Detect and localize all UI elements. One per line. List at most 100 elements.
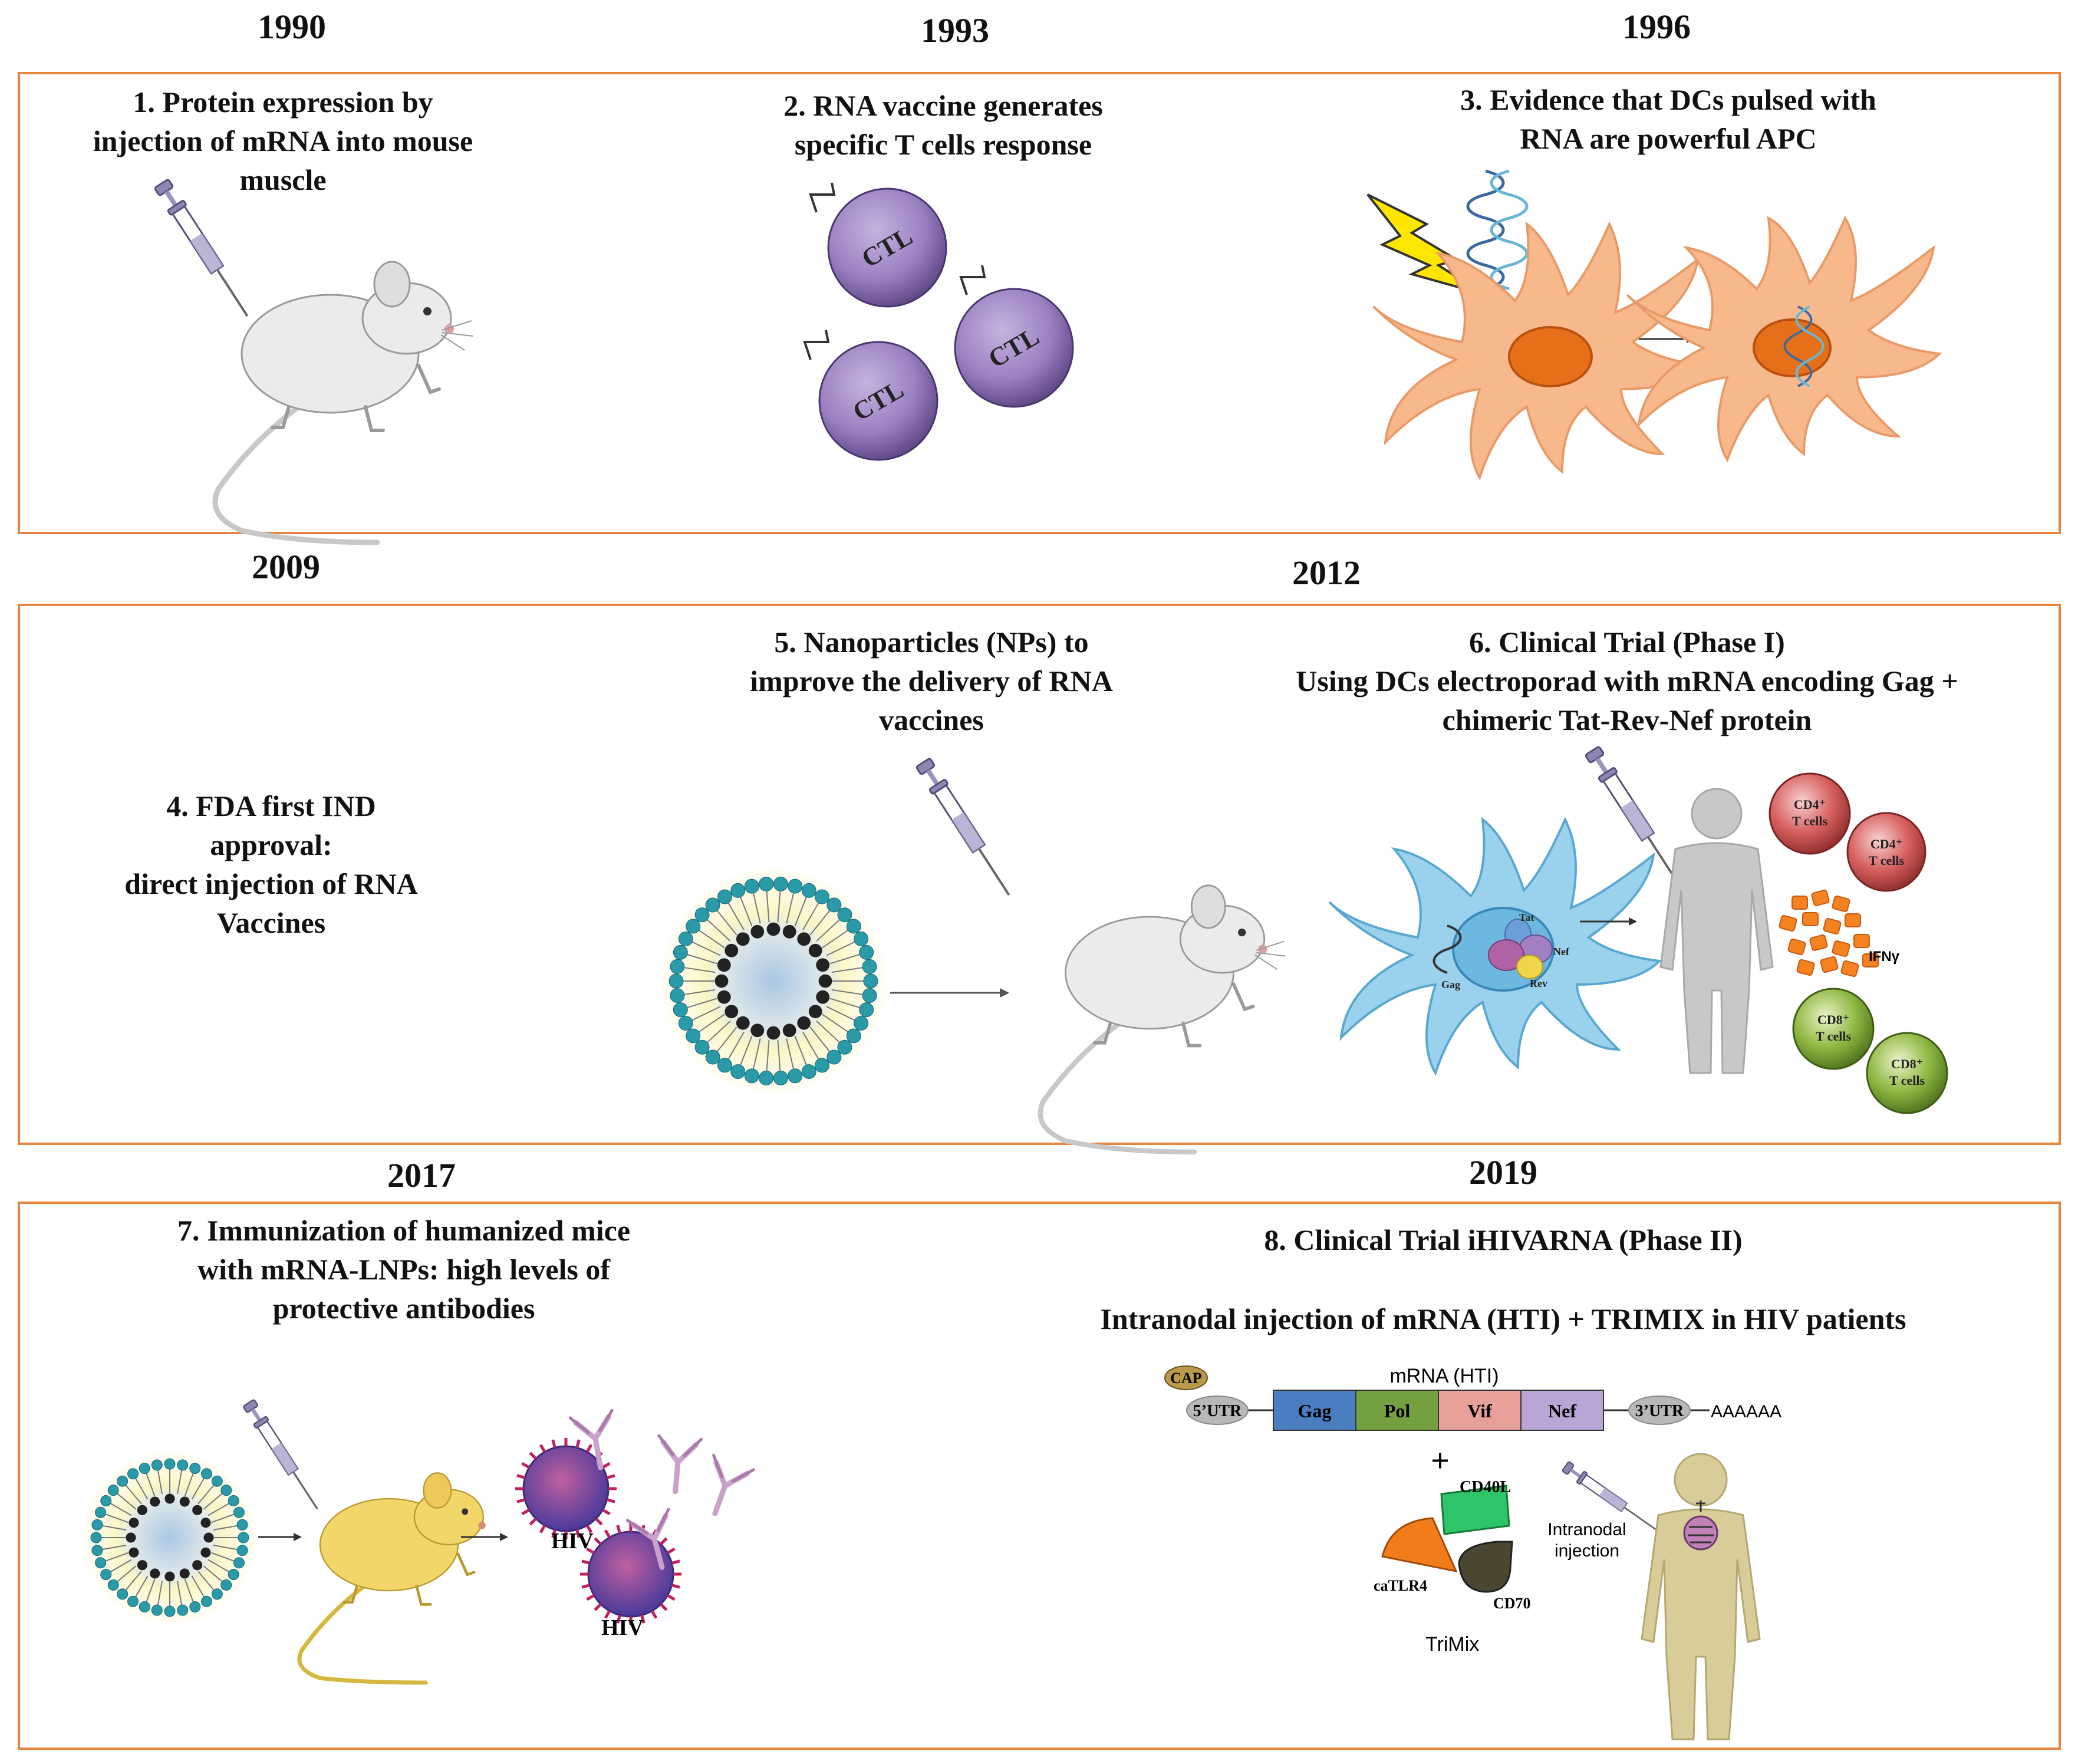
svg-text:Nef: Nef bbox=[1553, 946, 1570, 957]
mrna-segment-label: Gag bbox=[1298, 1400, 1332, 1421]
frame-row-3 bbox=[18, 1202, 2061, 1750]
hiv-virus-icon bbox=[580, 1523, 681, 1625]
cd4-t-cell: CD4⁺ T cells bbox=[1846, 812, 1926, 892]
ifn-gamma-molecule bbox=[1809, 934, 1828, 952]
human-figure-tan-icon bbox=[1641, 1453, 1761, 1740]
svg-text:T cells: T cells bbox=[1816, 1029, 1852, 1044]
panel-8-subcaption: Intranodal injection of mRNA (HTI) + TRI… bbox=[1100, 1302, 1906, 1335]
svg-text:Rev: Rev bbox=[1530, 978, 1547, 989]
ifn-gamma-molecule bbox=[1796, 959, 1815, 976]
ifn-gamma-molecule bbox=[1845, 913, 1861, 927]
cd70-shape bbox=[1458, 1541, 1513, 1593]
lymph-node-icon bbox=[1683, 1500, 1718, 1551]
plus-sign: + bbox=[1431, 1443, 1450, 1479]
hiv-virus-icon bbox=[515, 1438, 617, 1539]
ifn-gamma-label: IFNγ bbox=[1869, 949, 1900, 965]
panel-5-caption: 5. Nanoparticles (NPs) to improve the de… bbox=[750, 626, 1113, 736]
ctl-cell: CTL bbox=[803, 330, 938, 461]
cap-icon bbox=[1164, 1365, 1208, 1390]
cd8-t-cell: CD8⁺ T cells bbox=[1792, 988, 1875, 1070]
mrna-segment-vif bbox=[1438, 1390, 1522, 1431]
year-2012: 2012 bbox=[1292, 554, 1361, 592]
ifn-gamma-molecule bbox=[1853, 934, 1870, 948]
svg-text:CD4⁺: CD4⁺ bbox=[1870, 837, 1902, 851]
mrna-segment-pol bbox=[1355, 1390, 1439, 1431]
mrna-title: mRNA (HTI) bbox=[1389, 1365, 1499, 1387]
utr3-label: 3’UTR bbox=[1635, 1402, 1684, 1420]
svg-text:CD8⁺: CD8⁺ bbox=[1817, 1012, 1849, 1027]
hiv-label: HIV bbox=[601, 1615, 644, 1640]
antibody-icon bbox=[654, 1436, 702, 1493]
dendritic-cell-blue: Tat Nef Rev Gag bbox=[1328, 817, 1662, 1076]
panel-1-caption: 1. Protein expression by injection of mR… bbox=[93, 85, 473, 196]
mrna-segment-nef bbox=[1520, 1390, 1604, 1431]
syringe-icon bbox=[241, 1398, 325, 1515]
trimix-label: TriMix bbox=[1425, 1633, 1479, 1656]
svg-text:T cells: T cells bbox=[1792, 814, 1828, 828]
utr5-element bbox=[1186, 1396, 1249, 1425]
svg-text:CD8⁺: CD8⁺ bbox=[1891, 1057, 1923, 1071]
cd8-t-cell: CD8⁺ T cells bbox=[1866, 1032, 1948, 1114]
panel-6-caption: 6. Clinical Trial (Phase I) Using DCs el… bbox=[1296, 626, 1958, 736]
year-2009: 2009 bbox=[252, 548, 320, 586]
svg-text:T cells: T cells bbox=[1889, 1073, 1925, 1088]
ifn-gamma-molecule bbox=[1840, 960, 1859, 978]
mouse-icon bbox=[1040, 886, 1285, 1152]
cap-label: CAP bbox=[1170, 1370, 1202, 1387]
ifn-gamma-molecule bbox=[1823, 917, 1842, 935]
nanoparticle-icon bbox=[661, 869, 885, 1093]
panel-8-caption: 8. Clinical Trial iHIVARNA (Phase II) bbox=[1264, 1223, 1743, 1256]
ifn-gamma-molecule bbox=[1832, 940, 1850, 957]
ctl-cell: CTL bbox=[954, 265, 1074, 408]
human-figure-icon bbox=[1659, 788, 1774, 1074]
year-2017: 2017 bbox=[387, 1156, 456, 1194]
svg-text:CD4⁺: CD4⁺ bbox=[1794, 797, 1826, 812]
panel-7-caption: 7. Immunization of humanized mice with m… bbox=[177, 1214, 631, 1325]
ifn-gamma-molecule bbox=[1820, 956, 1839, 973]
panel-3-caption: 3. Evidence that DCs pulsed with RNA are… bbox=[1460, 83, 1876, 155]
cd40l-label: CD40L bbox=[1460, 1478, 1511, 1496]
year-1993: 1993 bbox=[921, 11, 989, 50]
ifn-gamma-molecule bbox=[1811, 889, 1830, 907]
ctl-cell: CTL bbox=[809, 182, 947, 308]
ifn-gamma-molecule bbox=[1832, 895, 1850, 913]
syringe-icon bbox=[914, 756, 1019, 901]
year-1996: 1996 bbox=[1622, 8, 1691, 46]
mrna-segment-label: Nef bbox=[1548, 1400, 1576, 1421]
syringe-icon bbox=[1583, 744, 1688, 890]
svg-text:T cells: T cells bbox=[1869, 853, 1905, 868]
catlr4-shape bbox=[1381, 1517, 1458, 1573]
antibody-icon bbox=[695, 1455, 753, 1521]
svg-text:Tat: Tat bbox=[1519, 911, 1534, 923]
rna-helix-icon bbox=[1466, 169, 1529, 291]
panel-4-caption: 4. FDA first IND approval: direct inject… bbox=[124, 789, 418, 939]
mouse-icon bbox=[215, 262, 473, 542]
ifn-gamma-molecule bbox=[1787, 938, 1806, 956]
dendritic-cell bbox=[1626, 215, 1942, 463]
poly-a-tail: AAAAAA bbox=[1711, 1402, 1781, 1421]
ifn-gamma-molecule bbox=[1862, 953, 1879, 967]
syringe-icon bbox=[152, 177, 257, 322]
dendritic-cell bbox=[1372, 221, 1707, 481]
utr5-label: 5’UTR bbox=[1193, 1402, 1242, 1420]
cd4-t-cell: CD4⁺ T cells bbox=[1769, 772, 1851, 855]
nanoparticle-icon bbox=[84, 1452, 255, 1623]
cd40l-shape bbox=[1440, 1485, 1510, 1535]
panel-2-caption: 2. RNA vaccine generates specific T cell… bbox=[783, 89, 1103, 161]
humanized-mouse-icon bbox=[297, 1472, 486, 1685]
ifn-gamma-molecule bbox=[1802, 912, 1819, 926]
year-2019: 2019 bbox=[1469, 1153, 1537, 1192]
injection-label-line2: injection bbox=[1555, 1541, 1619, 1561]
ifn-gamma-cluster-icon bbox=[1779, 889, 1879, 978]
cd70-label: CD70 bbox=[1493, 1595, 1531, 1612]
svg-text:Gag: Gag bbox=[1441, 979, 1460, 990]
mrna-segment-label: Pol bbox=[1384, 1400, 1411, 1421]
mrna-segment-gag bbox=[1273, 1390, 1356, 1431]
frame-row-2 bbox=[18, 604, 2061, 1145]
catlr4-label: caTLR4 bbox=[1374, 1577, 1427, 1594]
utr3-element bbox=[1628, 1396, 1691, 1425]
year-1990: 1990 bbox=[258, 8, 326, 46]
frame-row-1 bbox=[18, 72, 2061, 534]
